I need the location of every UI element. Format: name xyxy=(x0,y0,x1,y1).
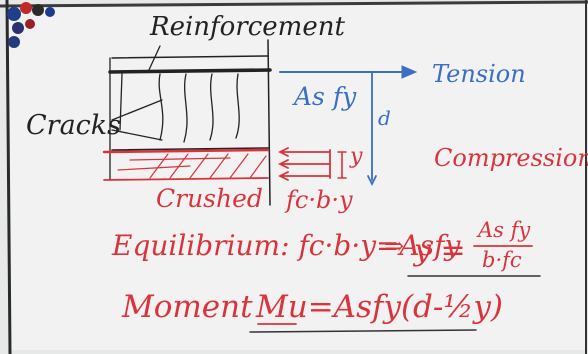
board-top-edge xyxy=(0,0,588,8)
tension-dimension xyxy=(279,65,418,187)
fraction-denominator: b·fc xyxy=(482,248,522,272)
reinforcement-bar xyxy=(108,68,272,74)
depth-label: d xyxy=(378,106,391,130)
fraction-numerator: As fy xyxy=(478,218,531,242)
magnets xyxy=(7,2,55,48)
reinforcement-leader xyxy=(147,45,161,73)
cracks-label: Cracks xyxy=(26,110,122,141)
block-depth-label: y xyxy=(350,144,363,169)
y-equals: y = xyxy=(414,233,466,268)
crushed-label: Crushed xyxy=(156,184,263,213)
compression-arrow-2 xyxy=(277,159,331,169)
moment-underline xyxy=(249,329,477,333)
y-bracket xyxy=(337,151,347,179)
compression-zone xyxy=(102,147,347,181)
reinforcement-label: Reinforcement xyxy=(150,12,345,42)
concrete-force-label: fc·b·y xyxy=(286,186,353,214)
cracks-leader-2 xyxy=(111,129,163,141)
moment-formula: Mu=Asfy(d-½y) xyxy=(256,289,504,325)
tension-label: Tension xyxy=(432,60,526,88)
equilibrium-equation: Equilibrium: fc·b·y=Asfy xyxy=(112,229,461,262)
cracks-leader-1 xyxy=(111,99,163,121)
compression-arrow-3 xyxy=(277,171,331,181)
implies-symbol: ⇒ xyxy=(384,232,405,260)
beam-sketch xyxy=(108,39,272,206)
moment-label: Moment xyxy=(122,289,253,325)
board-left-edge xyxy=(5,0,12,354)
compression-label: Compression xyxy=(434,144,588,172)
steel-force-label: As fy xyxy=(294,82,357,111)
compression-arrow-1 xyxy=(277,147,331,157)
